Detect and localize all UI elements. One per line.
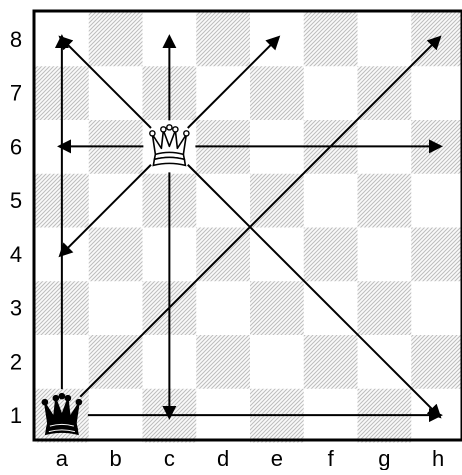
rank-label-7: 7 (10, 81, 22, 106)
square-d2 (196, 334, 251, 389)
rank-label-2: 2 (10, 349, 22, 374)
rank-label-3: 3 (10, 296, 22, 321)
rank-label-1: 1 (10, 403, 22, 428)
square-e7 (250, 65, 305, 120)
square-g4 (357, 227, 412, 282)
file-label-b: b (110, 446, 122, 470)
rank-labels: 1 2 3 4 5 6 7 8 (10, 27, 22, 428)
square-f2 (303, 334, 358, 389)
move-arrow-c6-h1 (187, 164, 442, 419)
square-d8 (196, 12, 251, 67)
square-f8 (303, 12, 358, 67)
square-h7 (411, 65, 462, 120)
square-d3 (196, 280, 251, 335)
square-h3 (411, 280, 462, 335)
square-h2 (411, 334, 462, 389)
square-g8 (357, 12, 412, 67)
file-label-g: g (378, 446, 390, 470)
file-label-d: d (217, 446, 229, 470)
square-f4 (303, 227, 358, 282)
file-label-c: c (164, 446, 175, 470)
move-arrow-c6-a4 (58, 164, 152, 258)
black-queen-icon (41, 392, 83, 436)
square-f5 (303, 173, 358, 228)
file-label-a: a (56, 446, 69, 470)
rank-label-8: 8 (10, 27, 22, 52)
file-label-f: f (328, 446, 335, 470)
move-arrow-a1-h8 (79, 35, 442, 398)
square-h5 (411, 173, 462, 228)
file-label-h: h (432, 446, 444, 470)
square-g3 (357, 280, 412, 335)
move-arrow-c6-e8 (187, 35, 281, 129)
square-e3 (250, 280, 305, 335)
square-f7 (303, 65, 358, 120)
rank-label-5: 5 (10, 188, 22, 213)
rank-label-6: 6 (10, 134, 22, 159)
board-border (32, 9, 462, 442)
white-queen-icon (149, 124, 190, 167)
move-arrows (54, 34, 443, 423)
square-b8 (88, 12, 143, 67)
rank-label-4: 4 (10, 242, 22, 267)
square-b3 (88, 280, 143, 335)
move-arrow-c6-a8 (58, 35, 152, 129)
square-e2 (250, 334, 305, 389)
file-labels: a b c d e f g h (56, 446, 445, 471)
pieces (41, 124, 190, 436)
square-g5 (357, 173, 412, 228)
square-b4 (88, 227, 143, 282)
file-label-e: e (271, 446, 283, 470)
square-h4 (411, 227, 462, 282)
